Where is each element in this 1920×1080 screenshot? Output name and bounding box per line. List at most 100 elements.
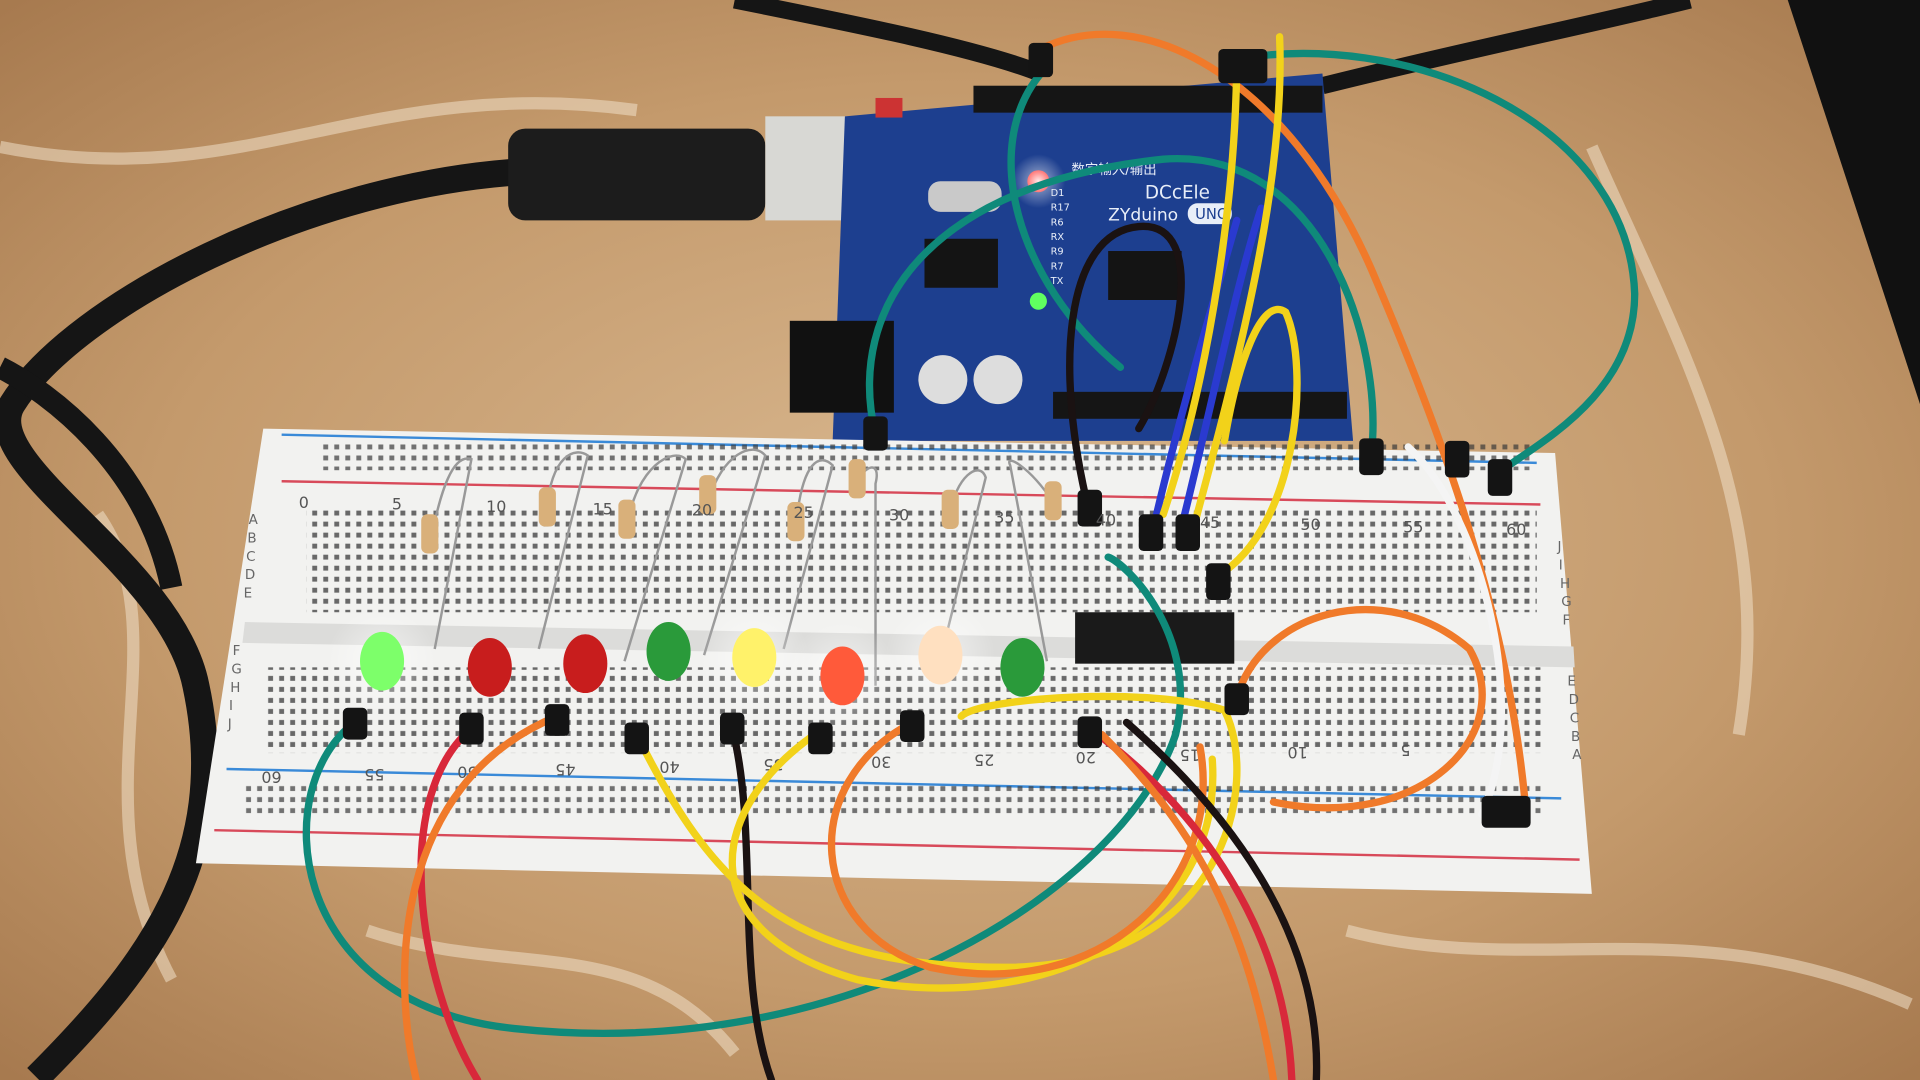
pin-label: RX [1051, 232, 1065, 243]
row-letter: H [230, 681, 240, 696]
row-letter: G [231, 662, 241, 677]
wire-teal [1007, 69, 1125, 372]
column-number: 40 [659, 758, 679, 777]
led-body [467, 637, 512, 697]
wire-connectors [342, 42, 1531, 828]
pin-label: R7 [1051, 261, 1064, 272]
pin-label: D1 [1051, 188, 1065, 199]
wire-teal [1220, 50, 1639, 476]
capacitor [918, 355, 968, 405]
uno-badge-text: UNO [1195, 206, 1228, 223]
row-letter: J [227, 718, 232, 733]
led-body [563, 634, 608, 694]
pin-label: R9 [1051, 247, 1064, 258]
reset-button[interactable] [875, 97, 903, 118]
column-number: 20 [1076, 748, 1096, 767]
resistor [941, 489, 959, 529]
pin-label: R17 [1051, 203, 1070, 214]
led-body [1000, 637, 1045, 697]
pin-label: TX [1050, 276, 1064, 287]
row-letter: B [1571, 730, 1580, 745]
column-number: 50 [1300, 515, 1320, 534]
row-letter: B [247, 531, 256, 546]
row-letter: D [1569, 693, 1579, 708]
led-red [467, 637, 512, 697]
row-letters-left: A B C D E F G H I J [227, 513, 259, 732]
row-letter: D [245, 568, 255, 583]
row-letter: J [1557, 540, 1562, 555]
column-number: 15 [1180, 745, 1200, 764]
resistor [421, 514, 439, 554]
hole-grid-top [306, 508, 1537, 613]
column-numbers-bottom: 60 55 50 45 40 35 30 25 20 15 10 5 [261, 740, 1410, 786]
led-body [732, 628, 777, 687]
wire-yellow [1190, 33, 1284, 531]
row-letter: G [1561, 595, 1571, 610]
board-brand: DCcEle [1145, 182, 1210, 203]
row-letter: I [1559, 558, 1563, 573]
wire-yellow [633, 692, 1241, 972]
column-number: 20 [692, 501, 712, 520]
led-body [646, 622, 691, 681]
column-number: 5 [392, 494, 402, 513]
pin-label: R6 [1051, 217, 1064, 228]
shift-register-chip [1075, 612, 1235, 664]
tx-led [1029, 292, 1047, 310]
capacitor [973, 355, 1023, 405]
column-number: 15 [593, 499, 613, 518]
column-number: 60 [261, 767, 281, 786]
row-letter: E [244, 587, 253, 602]
wire-black [728, 724, 776, 1080]
led-red [885, 600, 996, 711]
row-letter: F [233, 644, 241, 659]
led-body [360, 631, 405, 691]
led-red [563, 634, 608, 694]
column-number: 60 [1506, 520, 1526, 539]
usb-plug[interactable] [508, 128, 766, 221]
column-number: 45 [555, 760, 575, 779]
column-number: 5 [1400, 740, 1410, 759]
resistor [699, 475, 717, 515]
resistor [538, 487, 556, 527]
wire-yellow [1214, 306, 1301, 580]
column-number: 10 [1288, 743, 1308, 762]
power-pin-header [1053, 391, 1347, 419]
column-number: 30 [889, 505, 909, 524]
column-number: 45 [1200, 513, 1220, 532]
wire-teal [302, 553, 1185, 1037]
row-letter: C [1570, 711, 1579, 726]
resistor-bodies [421, 459, 1062, 554]
jumper-wires[interactable] [302, 30, 1639, 1080]
row-letter: A [1572, 748, 1582, 763]
wire-yellow [728, 731, 1217, 992]
column-number: 25 [793, 503, 813, 522]
wire-orange [827, 718, 1207, 978]
resistor [1044, 481, 1062, 521]
wire-orange [400, 712, 561, 1080]
led-green [326, 606, 438, 717]
wire-teal [865, 155, 1377, 457]
crystal [928, 181, 1002, 212]
column-number: 0 [299, 493, 309, 512]
wire-black [1066, 222, 1185, 518]
column-numbers-top: 0 5 10 15 20 25 30 35 40 45 50 55 60 [299, 493, 1527, 539]
wire-orange [1233, 605, 1486, 812]
column-number: 55 [364, 765, 384, 784]
power-rail-top [281, 433, 1541, 506]
row-letter: I [229, 699, 233, 714]
column-number: 40 [1096, 510, 1116, 529]
uno-badge [1187, 203, 1232, 225]
column-number: 35 [994, 508, 1014, 527]
led-body [918, 625, 963, 685]
column-number: 10 [486, 497, 506, 516]
led-yellow [699, 602, 810, 713]
row-letters-right: J I H G F E D C B A [1557, 540, 1583, 763]
leds [326, 600, 1045, 732]
resistor [618, 499, 636, 539]
wire-blue [1177, 204, 1265, 531]
led-green [1000, 637, 1045, 697]
led-body [820, 646, 865, 706]
resistor [787, 502, 805, 542]
row-letter: A [249, 513, 259, 528]
